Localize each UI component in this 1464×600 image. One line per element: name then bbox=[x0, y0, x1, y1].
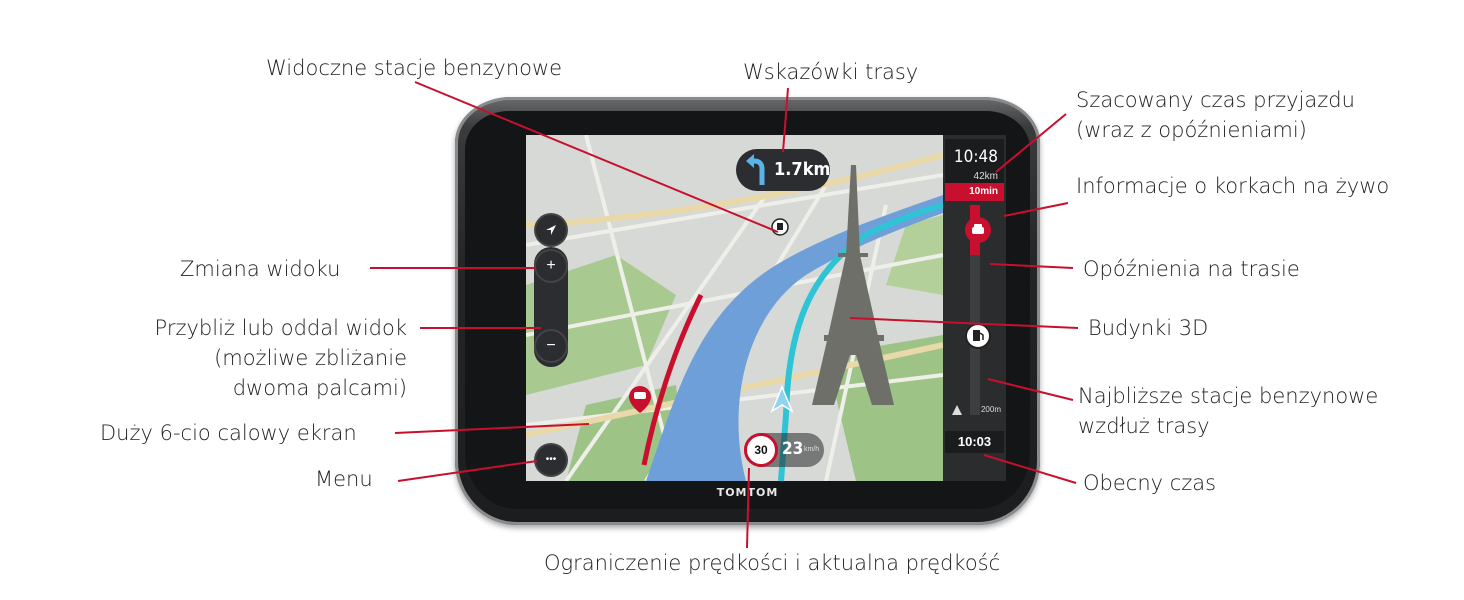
position-triangle-icon bbox=[952, 405, 962, 415]
park-area bbox=[886, 215, 943, 295]
current-speed: 23 bbox=[782, 439, 804, 459]
label-speed: Ograniczenie prędkości i aktualna prędko… bbox=[544, 551, 1001, 575]
instruction-distance: 1.7km bbox=[774, 159, 831, 180]
label-nearest-fuel: Najbliższe stacje benzynowe wzdłuż trasy bbox=[1078, 381, 1378, 441]
label-route-delays: Opóźnienia na trasie bbox=[1083, 257, 1300, 281]
navigation-device: 1.7km + − ••• 30 23 km/h 10:48 42km 10mi… bbox=[455, 97, 1040, 527]
label-traffic-live: Informacje o korkach na żywo bbox=[1076, 174, 1390, 198]
zoom-controls: + − bbox=[534, 247, 568, 367]
menu-button[interactable]: ••• bbox=[536, 445, 566, 475]
speed-indicator: 30 23 km/h bbox=[744, 433, 824, 467]
change-view-button[interactable] bbox=[536, 215, 566, 245]
route-bar-panel: 10:48 42km 10min 200m bbox=[943, 135, 1006, 481]
label-big-screen: Duży 6-cio calowy ekran bbox=[100, 421, 357, 445]
park-area bbox=[826, 335, 943, 481]
eta-distance: 42km bbox=[973, 171, 998, 182]
turn-left-arrow-icon bbox=[746, 154, 765, 185]
leader-menu bbox=[397, 460, 538, 482]
label-nearest-fuel-line-2: wzdłuż trasy bbox=[1078, 414, 1210, 438]
label-fuel-visible: Widoczne stacje benzynowe bbox=[266, 56, 563, 80]
route-instruction[interactable]: 1.7km bbox=[736, 149, 830, 191]
eta-time: 10:48 bbox=[953, 147, 998, 167]
label-eta-line-2: (wraz z opóźnieniami) bbox=[1076, 118, 1307, 142]
active-route bbox=[778, 202, 944, 481]
label-zoom: Przybliż lub oddal widok (możliwe zbliża… bbox=[104, 313, 407, 403]
current-position-arrow bbox=[770, 385, 794, 413]
fuel-pump-icon bbox=[973, 330, 984, 341]
current-time-display: 10:03 bbox=[945, 431, 1004, 453]
leader-3d-buildings bbox=[849, 317, 1079, 329]
label-change-view: Zmiana widoku bbox=[180, 257, 341, 281]
zoom-in-button[interactable]: + bbox=[536, 251, 566, 281]
eiffel-tower-3d bbox=[812, 165, 894, 405]
label-menu: Menu bbox=[315, 467, 373, 491]
label-nearest-fuel-line-1: Najbliższe stacje benzynowe bbox=[1078, 384, 1379, 408]
next-fuel-distance: 200m bbox=[980, 405, 1001, 414]
label-zoom-line-1: Przybliż lub oddal widok bbox=[154, 316, 407, 340]
label-zoom-line-3: dwoma palcami) bbox=[232, 376, 407, 400]
traffic-incident-pin bbox=[629, 386, 651, 413]
traffic-delay-badge: 10min bbox=[945, 183, 1004, 201]
navigation-arrow-icon bbox=[546, 225, 556, 235]
brand-logo: TOMTOM bbox=[716, 486, 779, 499]
label-eta: Szacowany czas przyjazdu (wraz z opóźnie… bbox=[1076, 85, 1355, 145]
speed-limit-sign: 30 bbox=[744, 433, 778, 467]
label-current-time: Obecny czas bbox=[1083, 471, 1217, 495]
leader-fuel-visible bbox=[414, 81, 779, 233]
leader-big-screen bbox=[394, 423, 590, 434]
leader-eta bbox=[995, 113, 1067, 173]
traffic-jam-segment bbox=[641, 293, 704, 466]
leader-traffic bbox=[1003, 202, 1069, 217]
label-eta-line-1: Szacowany czas przyjazdu bbox=[1076, 88, 1355, 112]
car-icon bbox=[972, 224, 984, 234]
leader-current-time bbox=[983, 454, 1077, 484]
leader-route-guidance bbox=[782, 87, 789, 153]
leader-route-delays bbox=[989, 263, 1074, 269]
leader-speed bbox=[746, 467, 750, 549]
navigation-screen: 1.7km + − ••• 30 23 km/h 10:48 42km 10mi… bbox=[526, 135, 1006, 481]
label-route-guidance: Wskazówki trasy bbox=[743, 60, 919, 84]
leader-nearest-fuel bbox=[987, 378, 1074, 401]
speed-unit: km/h bbox=[804, 446, 820, 453]
zoom-out-button[interactable]: − bbox=[536, 331, 566, 361]
river-seine bbox=[646, 195, 943, 481]
route-delay-icon[interactable] bbox=[965, 217, 991, 243]
label-zoom-line-2: (możliwe zbliżanie bbox=[214, 346, 407, 370]
label-3d-buildings: Budynki 3D bbox=[1088, 316, 1209, 340]
